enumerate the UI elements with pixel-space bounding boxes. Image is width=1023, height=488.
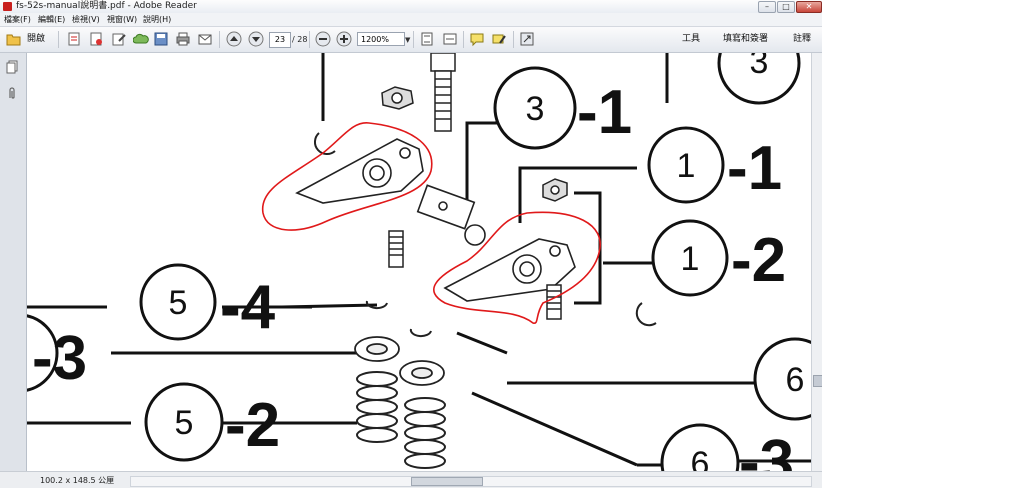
highlight-icon[interactable]: [491, 31, 507, 47]
pivot-pin-part: [416, 184, 486, 246]
menu-edit[interactable]: 編輯(E): [38, 15, 66, 24]
zoom-level-input[interactable]: 1200%: [357, 32, 405, 46]
callout-3-top-number: 3: [750, 53, 769, 81]
callout-1-2-number: 1: [681, 240, 700, 278]
comment-pane-button[interactable]: 註釋: [793, 34, 812, 44]
title-bar: fs-52s-manual說明書.pdf - Adobe Reader – □ …: [0, 0, 822, 14]
callout-1-1-number: 1: [677, 147, 696, 185]
adobe-reader-icon: [3, 2, 12, 11]
callout-left-3-suffix: -3: [32, 324, 87, 393]
vertical-scrollbar[interactable]: [811, 53, 822, 471]
previous-page-icon[interactable]: [226, 31, 242, 47]
navigation-pane: [0, 53, 27, 471]
callout-1-1-suffix: -1: [727, 134, 782, 203]
adjusting-screw-part: [388, 178, 568, 320]
open-button-label[interactable]: 開啟: [27, 34, 46, 44]
minimize-button[interactable]: –: [758, 1, 776, 13]
page-total: / 28: [292, 35, 308, 44]
page-number-input[interactable]: 23: [269, 32, 291, 48]
bolt-part: [430, 53, 456, 132]
attachments-paperclip-icon[interactable]: [6, 85, 19, 99]
exploded-parts-diagram: 3 3 1 1 5 6 5 6 -1 -1 -2 -4 -3 -2 -3: [27, 53, 811, 471]
fit-width-icon[interactable]: [442, 31, 458, 47]
zoom-in-icon[interactable]: [336, 31, 352, 47]
callout-3-1-number: 3: [526, 90, 545, 128]
adobe-reader-window: fs-52s-manual說明書.pdf - Adobe Reader – □ …: [0, 0, 822, 488]
page-thumbnails-icon[interactable]: [6, 59, 19, 74]
hex-nut-part: [381, 86, 414, 110]
close-button[interactable]: ✕: [796, 1, 822, 13]
vertical-scroll-thumb[interactable]: [813, 375, 822, 387]
toolbar: 開啟 23 / 28: [0, 27, 822, 53]
create-pdf-icon[interactable]: [66, 31, 82, 47]
save-icon[interactable]: [153, 31, 169, 47]
document-view[interactable]: 3 3 1 1 5 6 5 6 -1 -1 -2 -4 -3 -2 -3: [27, 53, 811, 471]
callout-5-2-suffix: -2: [225, 391, 280, 460]
retaining-clip-part: [313, 132, 657, 338]
page-size-readout: 100.2 x 148.5 公厘: [40, 476, 115, 485]
print-icon[interactable]: [175, 31, 191, 47]
callout-3-1-suffix: -1: [577, 78, 632, 147]
window-title: fs-52s-manual說明書.pdf - Adobe Reader: [16, 1, 197, 11]
status-bar: 100.2 x 148.5 公厘: [0, 471, 822, 488]
zoom-dropdown-arrow-icon[interactable]: ▼: [405, 36, 411, 44]
callout-5-2-number: 5: [175, 404, 194, 442]
edit-pdf-icon[interactable]: [111, 31, 127, 47]
rocker-arm-part: [295, 138, 424, 204]
callout-1-2-suffix: -2: [731, 226, 786, 295]
valve-spring-part: [356, 371, 446, 469]
callout-5-4-number: 5: [169, 284, 188, 322]
callout-6-number: 6: [786, 361, 805, 399]
fill-sign-pane-button[interactable]: 填寫和簽署: [723, 34, 769, 44]
callout-6-3-suffix: -3: [739, 428, 794, 471]
email-icon[interactable]: [197, 31, 213, 47]
horizontal-scrollbar[interactable]: [130, 476, 812, 487]
menu-view[interactable]: 檢視(V): [72, 15, 100, 24]
horizontal-scroll-thumb[interactable]: [411, 477, 483, 486]
callout-6-3-number: 6: [691, 445, 710, 471]
cloud-share-icon[interactable]: [133, 31, 149, 47]
red-highlight-annotation: [261, 122, 601, 325]
menu-help[interactable]: 說明(H): [143, 15, 172, 24]
callout-5-4-suffix: -4: [220, 273, 276, 342]
open-folder-icon[interactable]: [6, 31, 22, 47]
menu-file[interactable]: 檔案(F): [4, 15, 31, 24]
menu-bar: 檔案(F) 編輯(E) 檢視(V) 視窗(W) 說明(H): [0, 13, 822, 27]
maximize-button[interactable]: □: [777, 1, 795, 13]
zoom-out-icon[interactable]: [315, 31, 331, 47]
tools-pane-button[interactable]: 工具: [682, 34, 701, 44]
full-screen-icon[interactable]: [519, 31, 535, 47]
next-page-icon[interactable]: [248, 31, 264, 47]
comment-note-icon[interactable]: [469, 31, 485, 47]
menu-window[interactable]: 視窗(W): [107, 15, 138, 24]
fit-page-icon[interactable]: [419, 31, 435, 47]
rocker-arm-part: [443, 238, 576, 302]
export-pdf-icon[interactable]: [88, 31, 104, 47]
spring-retainer-part: [354, 336, 445, 386]
